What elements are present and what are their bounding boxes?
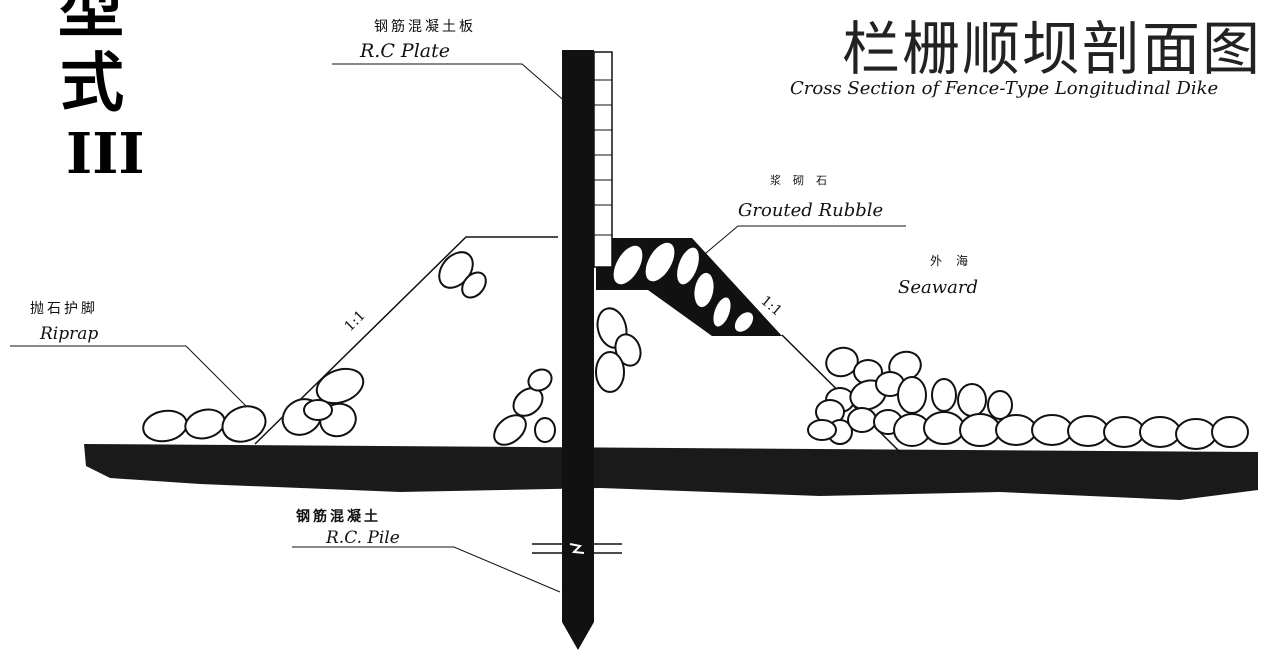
stone xyxy=(825,346,859,378)
slope-label-left: 1:1 xyxy=(342,308,369,335)
stone xyxy=(957,383,987,417)
stone xyxy=(1103,416,1145,448)
grouted-rubble-label-en: Grouted Rubble xyxy=(738,200,884,221)
rc-plate-grid xyxy=(594,79,612,236)
pile-break-mark xyxy=(532,543,622,554)
leader-lines xyxy=(10,63,906,593)
stone xyxy=(612,244,644,286)
grouted-rubble-stones xyxy=(612,241,755,334)
stone xyxy=(644,241,676,283)
riprap-stones xyxy=(142,251,1249,450)
stone xyxy=(1031,414,1073,446)
stone xyxy=(692,271,716,309)
ground-layer xyxy=(84,444,1258,500)
leader-rc-pile xyxy=(292,546,561,593)
title-english: Cross Section of Fence-Type Longitudinal… xyxy=(790,78,1219,99)
stone xyxy=(675,246,701,286)
stone xyxy=(987,390,1013,420)
stone xyxy=(595,351,625,393)
riprap-label-en: Riprap xyxy=(40,324,99,344)
stone xyxy=(527,368,553,392)
type-label-line2: 式 xyxy=(60,47,124,121)
stone xyxy=(512,387,544,417)
stone xyxy=(461,271,487,299)
rc-pile-label-en: R.C. Pile xyxy=(326,528,400,548)
stone xyxy=(493,414,527,446)
stone xyxy=(1175,418,1217,450)
leader-grouted-rubble xyxy=(699,225,906,259)
seaward-label-cn: 外海 xyxy=(930,254,983,268)
type-label-line1: 型 xyxy=(58,0,124,47)
rc-plate-label-cn: 钢筋混凝土板 xyxy=(374,19,476,35)
stone xyxy=(221,405,267,443)
stone xyxy=(142,409,188,443)
stone xyxy=(995,414,1037,446)
stone xyxy=(534,417,556,443)
leader-rc-plate xyxy=(332,63,569,105)
rc-pile-label-cn: 钢筋混凝土 xyxy=(296,509,381,525)
stone xyxy=(1211,416,1249,448)
stone xyxy=(923,411,965,445)
stone xyxy=(959,413,1001,447)
title-chinese: 栏栅顺坝剖面图 xyxy=(842,15,1263,83)
stone xyxy=(807,419,837,441)
stone xyxy=(931,378,957,412)
stone xyxy=(184,408,226,440)
stone xyxy=(1067,415,1109,447)
stone xyxy=(733,310,755,334)
rc-plate-label-en: R.C Plate xyxy=(360,40,450,62)
type-label-line3: III xyxy=(66,121,145,187)
stone xyxy=(897,376,927,414)
stone xyxy=(303,399,333,421)
stone xyxy=(315,367,365,405)
stone xyxy=(847,407,877,433)
stone xyxy=(1139,416,1181,448)
stone xyxy=(711,295,733,329)
leader-riprap xyxy=(10,345,247,407)
riprap-label-cn: 抛石护脚 xyxy=(30,301,98,317)
grouted-rubble-label-cn: 浆砌石 xyxy=(770,174,839,187)
seaward-label-en: Seaward xyxy=(898,277,978,298)
rc-pile xyxy=(562,50,594,650)
